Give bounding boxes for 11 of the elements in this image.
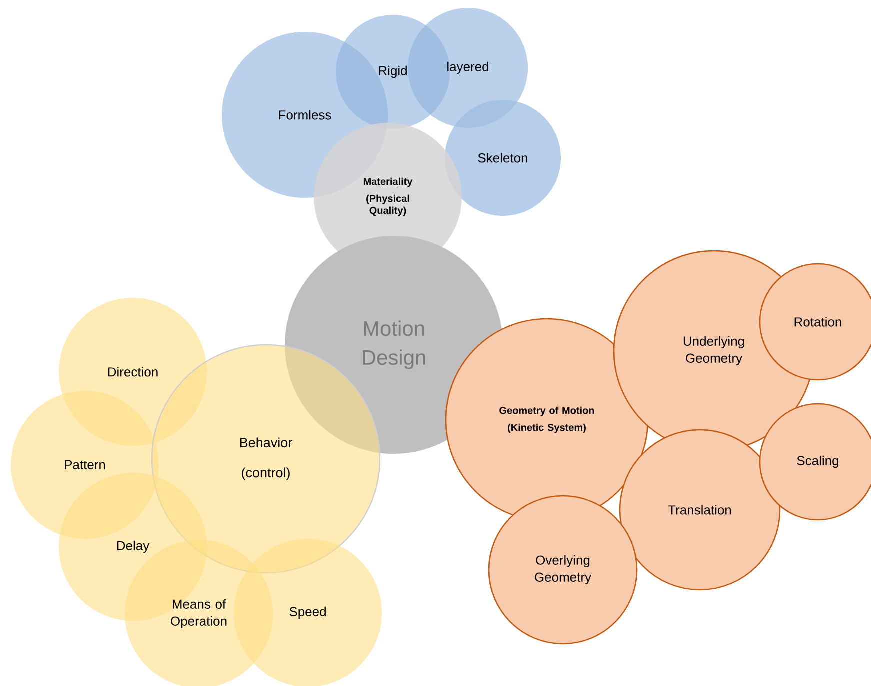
bubble: Pattern — [11, 391, 159, 539]
bubble: Rotation — [759, 263, 871, 381]
bubble: Direction — [59, 298, 207, 446]
bubble: Overlying Geometry — [488, 495, 638, 645]
bubble: Geometry of Motion (Kinetic System) — [445, 318, 649, 522]
bubble: Rigid — [336, 15, 450, 129]
bubble: Speed — [234, 538, 382, 686]
bubble: layered — [408, 8, 528, 128]
bubble: Skeleton — [445, 100, 561, 216]
bubble: Scaling — [759, 403, 871, 521]
node-label: Scaling — [797, 456, 838, 468]
